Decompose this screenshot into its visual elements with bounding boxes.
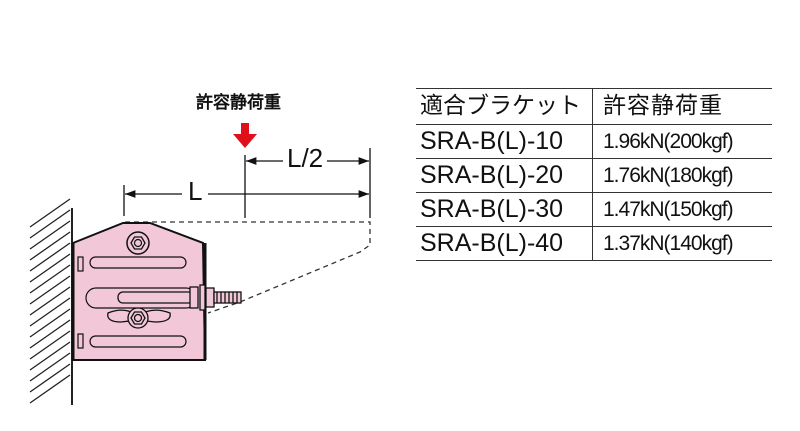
- hatch-line: [29, 330, 71, 360]
- load-cell: 1.76kN(180kgf): [592, 158, 772, 193]
- hatch-line: [29, 264, 71, 294]
- slot-bottom: [89, 335, 187, 348]
- model-cell: SRA-B(L)-20: [416, 158, 593, 193]
- hatch-line: [29, 308, 71, 338]
- hatch-line: [29, 220, 71, 250]
- load-label: 許容静荷重: [196, 93, 281, 113]
- threaded-bolt: [117, 284, 242, 311]
- hatch-line: [29, 319, 71, 349]
- extent-dashed-outline: [125, 221, 371, 314]
- wing-nut-icon: [107, 307, 171, 329]
- dimension-lines: [123, 148, 371, 218]
- load-arrow-icon: [233, 123, 257, 148]
- load-cell: 1.47kN(150kgf): [592, 192, 772, 227]
- bracket: [71, 222, 242, 361]
- model-cell: SRA-B(L)-40: [416, 226, 593, 261]
- dimension-half-l-label: L/2: [283, 143, 328, 174]
- hatch-line: [29, 363, 71, 393]
- hatch-line: [29, 231, 71, 261]
- load-cell: 1.96kN(200kgf): [592, 124, 772, 159]
- hatch-line: [29, 341, 71, 371]
- hatch-line: [29, 374, 71, 404]
- model-cell: SRA-B(L)-30: [416, 192, 593, 227]
- dimension-l-label: L: [182, 176, 209, 207]
- header-bracket: 適合ブラケット: [416, 88, 593, 125]
- model-cell: SRA-B(L)-10: [416, 124, 593, 159]
- slot-top: [89, 256, 187, 269]
- hatch-line: [29, 352, 71, 382]
- load-cell: 1.37kN(140kgf): [592, 226, 772, 261]
- hatch-line: [29, 253, 71, 283]
- hatch-line: [29, 209, 71, 239]
- hatch-line: [29, 286, 71, 316]
- header-load: 許容静荷重: [592, 88, 772, 125]
- hatch-line: [29, 297, 71, 327]
- table-header-row: 適合ブラケット 許容静荷重: [416, 88, 772, 125]
- wall-hatch: [29, 198, 73, 405]
- hex-nut-top-icon: [126, 231, 150, 255]
- hatch-line: [29, 242, 71, 272]
- hatch-line: [29, 275, 71, 305]
- hatch-line: [29, 198, 71, 228]
